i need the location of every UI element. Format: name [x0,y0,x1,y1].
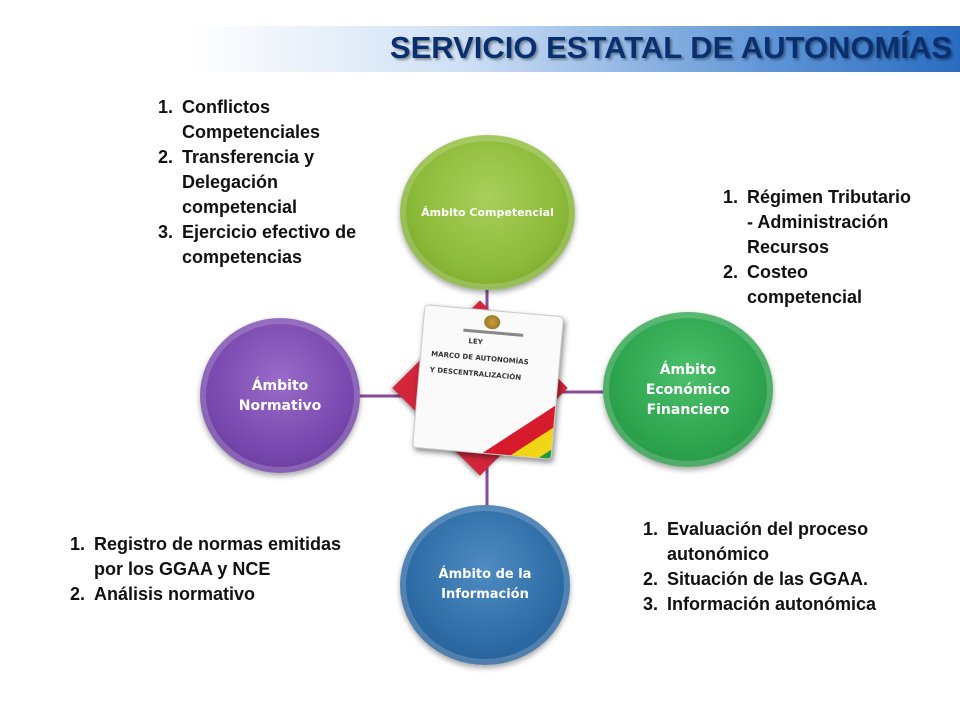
list-number: 2. [70,584,86,604]
law-title-line1: LEY [468,337,484,347]
list-economico: 1. Régimen Tributario - Administración Re… [723,185,913,310]
list-number: 1. [70,534,86,554]
law-document-image: LEY MARCO DE AUTONOMÍAS Y DESCENTRALIZAC… [411,304,565,460]
list-text: Ejercicio efectivo de competencias [182,222,357,267]
list-item: 3. Información autonómica [643,592,923,617]
list-text: Transferencia y Delegación competencial [182,147,315,217]
list-informacion: 1. Evaluación del proceso autonómico 2. Si… [643,517,923,617]
circle-ambito-competencial: Ámbito Competencial [400,135,575,290]
list-item: 2. Transferencia y Delegación competencia… [158,145,398,220]
list-text: Análisis normativo [94,584,256,604]
circle-label-economico: Ámbito Económico Financiero [645,361,731,418]
title-bar: SERVICIO ESTATAL DE AUTONOMÍAS [192,26,960,72]
list-number: 1. [643,519,659,539]
list-number: 2. [723,262,739,282]
list-number: 2. [643,569,659,589]
circle-label-competencial: Ámbito Competencial [421,205,554,219]
list-item: 1. Régimen Tributario - Administración Re… [723,185,913,260]
list-item: 2. Análisis normativo [70,582,360,607]
circle-ambito-informacion: Ámbito de la Información [400,505,570,665]
list-number: 1. [723,187,739,207]
list-number: 3. [158,222,174,242]
list-item: 1. Registro de normas emitidas por los GG… [70,532,360,582]
list-item: 2. Costeo competencial [723,260,913,310]
circle-label-informacion: Ámbito de la Información [438,567,532,602]
list-text: Costeo competencial [747,262,863,307]
list-item: 3. Ejercicio efectivo de competencias [158,220,398,270]
page-title: SERVICIO ESTATAL DE AUTONOMÍAS [389,30,952,65]
list-text: Conflictos Competenciales [182,97,321,142]
list-normativo: 1. Registro de normas emitidas por los GG… [70,532,360,607]
list-number: 2. [158,147,174,167]
list-item: 2. Situación de las GGAA. [643,567,923,592]
circle-ambito-economico: Ámbito Económico Financiero [603,312,773,467]
circle-ambito-normativo: Ámbito Normativo [200,318,360,473]
document-header-line [463,328,524,337]
list-text: Situación de las GGAA. [667,569,869,589]
list-item: 1. Evaluación del proceso autonómico [643,517,923,567]
list-text: Registro de normas emitidas por los GGAA… [94,534,342,579]
list-number: 1. [158,97,174,117]
list-text: Evaluación del proceso autonómico [667,519,869,564]
law-title-line2: MARCO DE AUTONOMÍAS [430,349,529,367]
list-text: Régimen Tributario - Administración Recu… [747,187,912,257]
list-competencial: 1. Conflictos Competenciales 2. Transferen… [158,95,398,270]
list-item: 1. Conflictos Competenciales [158,95,398,145]
law-title-line3: Y DESCENTRALIZACIÓN [429,365,522,382]
circle-label-normativo: Ámbito Normativo [238,377,322,414]
list-text: Información autonómica [667,594,877,614]
bolivia-seal-icon [483,314,501,330]
list-number: 3. [643,594,659,614]
